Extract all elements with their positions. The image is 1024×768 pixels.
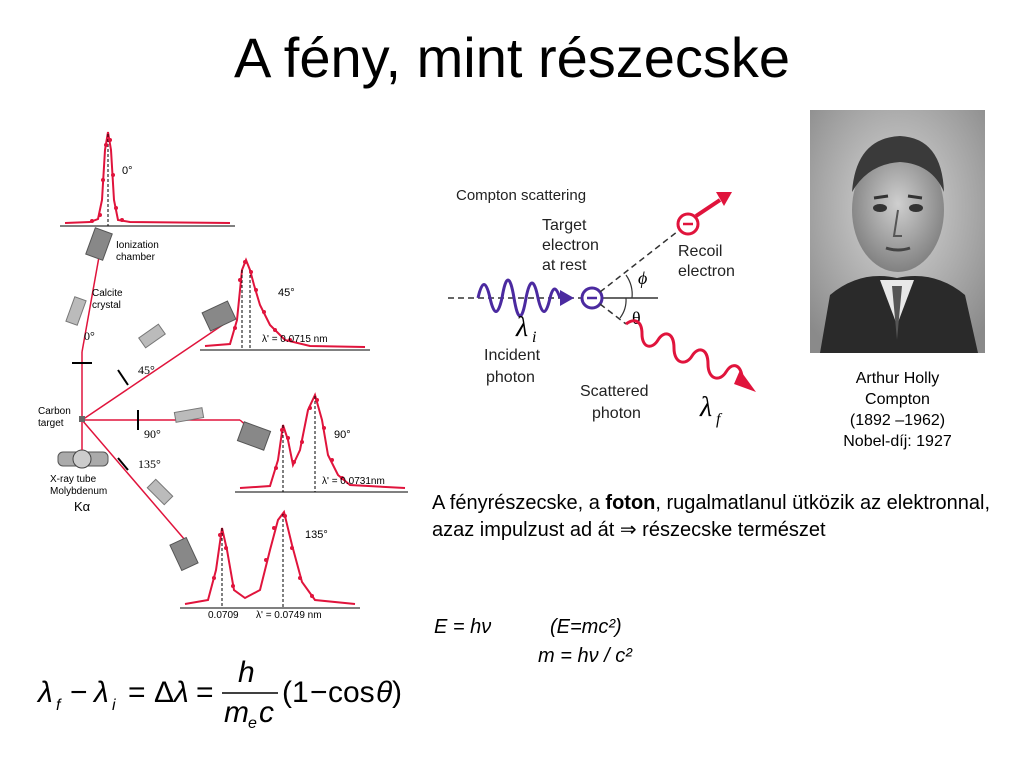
plot-45-degree: 45° λ' = 0.0715 nm [200, 257, 370, 351]
compton-experiment-figure: 0° 45° λ' = 0.0715 nm 90° λ' = 0.0731nm [38, 131, 408, 621]
label-carbon: Carbon [38, 406, 71, 417]
caption-name-1: Arthur Holly [855, 370, 940, 387]
svg-text:e: e [248, 715, 257, 730]
angle-45: 45° [138, 363, 155, 377]
svg-text:λ: λ [92, 676, 109, 709]
angle-0: 0° [84, 329, 95, 343]
detectors [65, 227, 272, 572]
label-incident-photon: photon [486, 369, 535, 386]
plot-135-degree: 135° 0.0709 λ' = 0.0749 nm [180, 509, 360, 621]
label-target: target [38, 418, 64, 429]
svg-text:m: m [224, 696, 249, 729]
equation-1-left: E = hν [434, 616, 492, 638]
svg-text:f: f [56, 697, 62, 714]
para-bold-foton: foton [605, 492, 656, 514]
label-recoil-electron: electron [678, 263, 735, 280]
svg-text:=: = [196, 676, 214, 709]
theta-symbol: θ [632, 308, 641, 328]
para-part-2: , rugalmatlanul ütközik az elektronnal, … [432, 492, 991, 541]
plot-135-label-2: λ' = 0.0749 nm [256, 610, 322, 621]
diagram-title: Compton scattering [456, 187, 586, 204]
plot-90-label: λ' = 0.0731nm [322, 476, 385, 487]
lambda-i-sub: i [532, 329, 536, 346]
svg-text:h: h [238, 656, 255, 689]
svg-text:−: − [70, 676, 88, 709]
plot-90-degree: 90° λ' = 0.0731nm [235, 392, 408, 493]
label-calcite: Calcite [92, 288, 123, 299]
equation-1-right: (E=mc²) [550, 616, 622, 638]
angle-135: 135° [138, 457, 161, 471]
svg-text:cos: cos [328, 676, 375, 709]
label-scattered-photon: photon [592, 405, 641, 422]
compton-formula: λ f − λ i = Δ λ = h m e c (1 − cos θ ) [36, 656, 402, 730]
plot-90-angle: 90° [334, 429, 351, 441]
svg-text:): ) [392, 676, 402, 709]
lambda-f-sub: f [716, 411, 723, 428]
compton-scattering-diagram: Compton scattering ϕ θ Target electron a… [448, 187, 756, 428]
label-incident: Incident [484, 347, 541, 364]
slits [72, 362, 139, 471]
label-at-rest: at rest [542, 257, 587, 274]
svg-text:i: i [112, 697, 116, 714]
phi-symbol: ϕ [638, 268, 647, 288]
plot-135-label-1: 0.0709 [208, 610, 239, 621]
label-electron: electron [542, 237, 599, 254]
label-ionization: Ionization [116, 240, 159, 251]
svg-text:Δ: Δ [154, 676, 174, 709]
description-paragraph: A fényrészecske, a foton, rugalmatlanul … [432, 490, 1012, 544]
xray-tube [57, 416, 109, 469]
caption-name-2: Compton [865, 391, 930, 408]
caption-years: (1892 –1962) [849, 412, 946, 429]
svg-text:λ: λ [36, 676, 53, 709]
caption-nobel: Nobel-díj: 1927 [843, 433, 952, 450]
svg-text:=: = [128, 676, 146, 709]
label-molybdenum: Molybdenum [50, 486, 107, 497]
label-recoil: Recoil [678, 243, 722, 260]
plot-135-angle: 135° [305, 529, 328, 541]
page-title: A fény, mint részecske [233, 26, 791, 89]
equation-2: m = hν / c² [538, 645, 632, 667]
label-kalpha: Kα [74, 499, 91, 514]
label-chamber: chamber [116, 252, 156, 263]
svg-text:θ: θ [376, 676, 393, 709]
compton-portrait-photo [810, 110, 985, 353]
plot-45-label: λ' = 0.0715 nm [262, 334, 328, 345]
svg-text:c: c [259, 696, 274, 729]
portrait-caption: Arthur Holly Compton (1892 –1962) Nobel-… [800, 368, 995, 452]
angle-90: 90° [144, 427, 161, 441]
svg-text:(1: (1 [282, 676, 309, 709]
svg-text:−: − [310, 676, 328, 709]
label-xray-tube: X-ray tube [50, 474, 97, 485]
plot-45-angle: 45° [278, 287, 295, 299]
plot-0-angle: 0° [122, 165, 133, 177]
label-crystal: crystal [92, 300, 121, 311]
label-scattered: Scattered [580, 383, 648, 400]
lambda-f: λ [699, 392, 712, 423]
lambda-i: λ [515, 312, 528, 343]
para-part-1: A fényrészecske, a [432, 492, 606, 514]
svg-text:λ: λ [172, 676, 189, 709]
label-target: Target [542, 217, 587, 234]
plot-0-degree: 0° [60, 131, 235, 227]
